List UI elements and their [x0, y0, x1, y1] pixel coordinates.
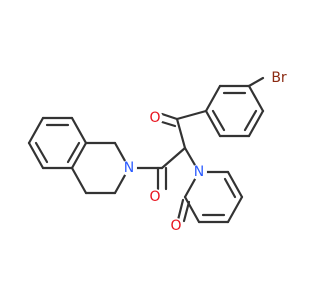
double-bond-inner: [34, 141, 49, 164]
bromophenyl-ring: [204, 76, 265, 138]
ketone-oxygen-label: O: [149, 110, 160, 126]
double-bond: [160, 112, 179, 121]
tetrahydroisoquinoline: [27, 116, 131, 195]
molecule-structure: Br O O N N O: [27, 68, 289, 234]
bond: [175, 117, 187, 150]
double-bond: [176, 198, 185, 222]
bromine-label: Br: [271, 70, 287, 86]
bond: [204, 109, 222, 138]
double-bond-inner: [223, 177, 237, 199]
amide-group: [127, 146, 201, 191]
double-bond-inner: [211, 109, 226, 132]
bond: [226, 195, 244, 224]
structure-canvas: Br O O N N O: [27, 68, 289, 234]
c-br-bond: [247, 76, 265, 88]
bond: [27, 116, 45, 145]
bond: [70, 116, 88, 145]
bond: [70, 166, 88, 195]
bond: [247, 109, 265, 138]
amide-oxygen-label: O: [149, 189, 160, 205]
bond: [204, 84, 222, 113]
bond: [175, 109, 208, 121]
bond: [183, 195, 201, 224]
bond: [70, 141, 88, 170]
double-bond-inner: [66, 141, 81, 164]
double-bond-inner: [243, 109, 258, 132]
double-bond: [160, 120, 177, 128]
bond: [160, 146, 187, 170]
bond: [226, 170, 244, 199]
atom-labels: Br O O N N O: [121, 68, 289, 234]
bond: [27, 141, 45, 170]
double-bond: [182, 200, 191, 223]
pyridinone-ring: [176, 170, 244, 224]
pyridinone-nitrogen-label: N: [194, 164, 204, 180]
bond: [247, 84, 265, 113]
isoquinoline-nitrogen-label: N: [124, 160, 134, 176]
pyridinone-oxygen-label: O: [170, 218, 181, 234]
ketone-group: [160, 109, 208, 150]
